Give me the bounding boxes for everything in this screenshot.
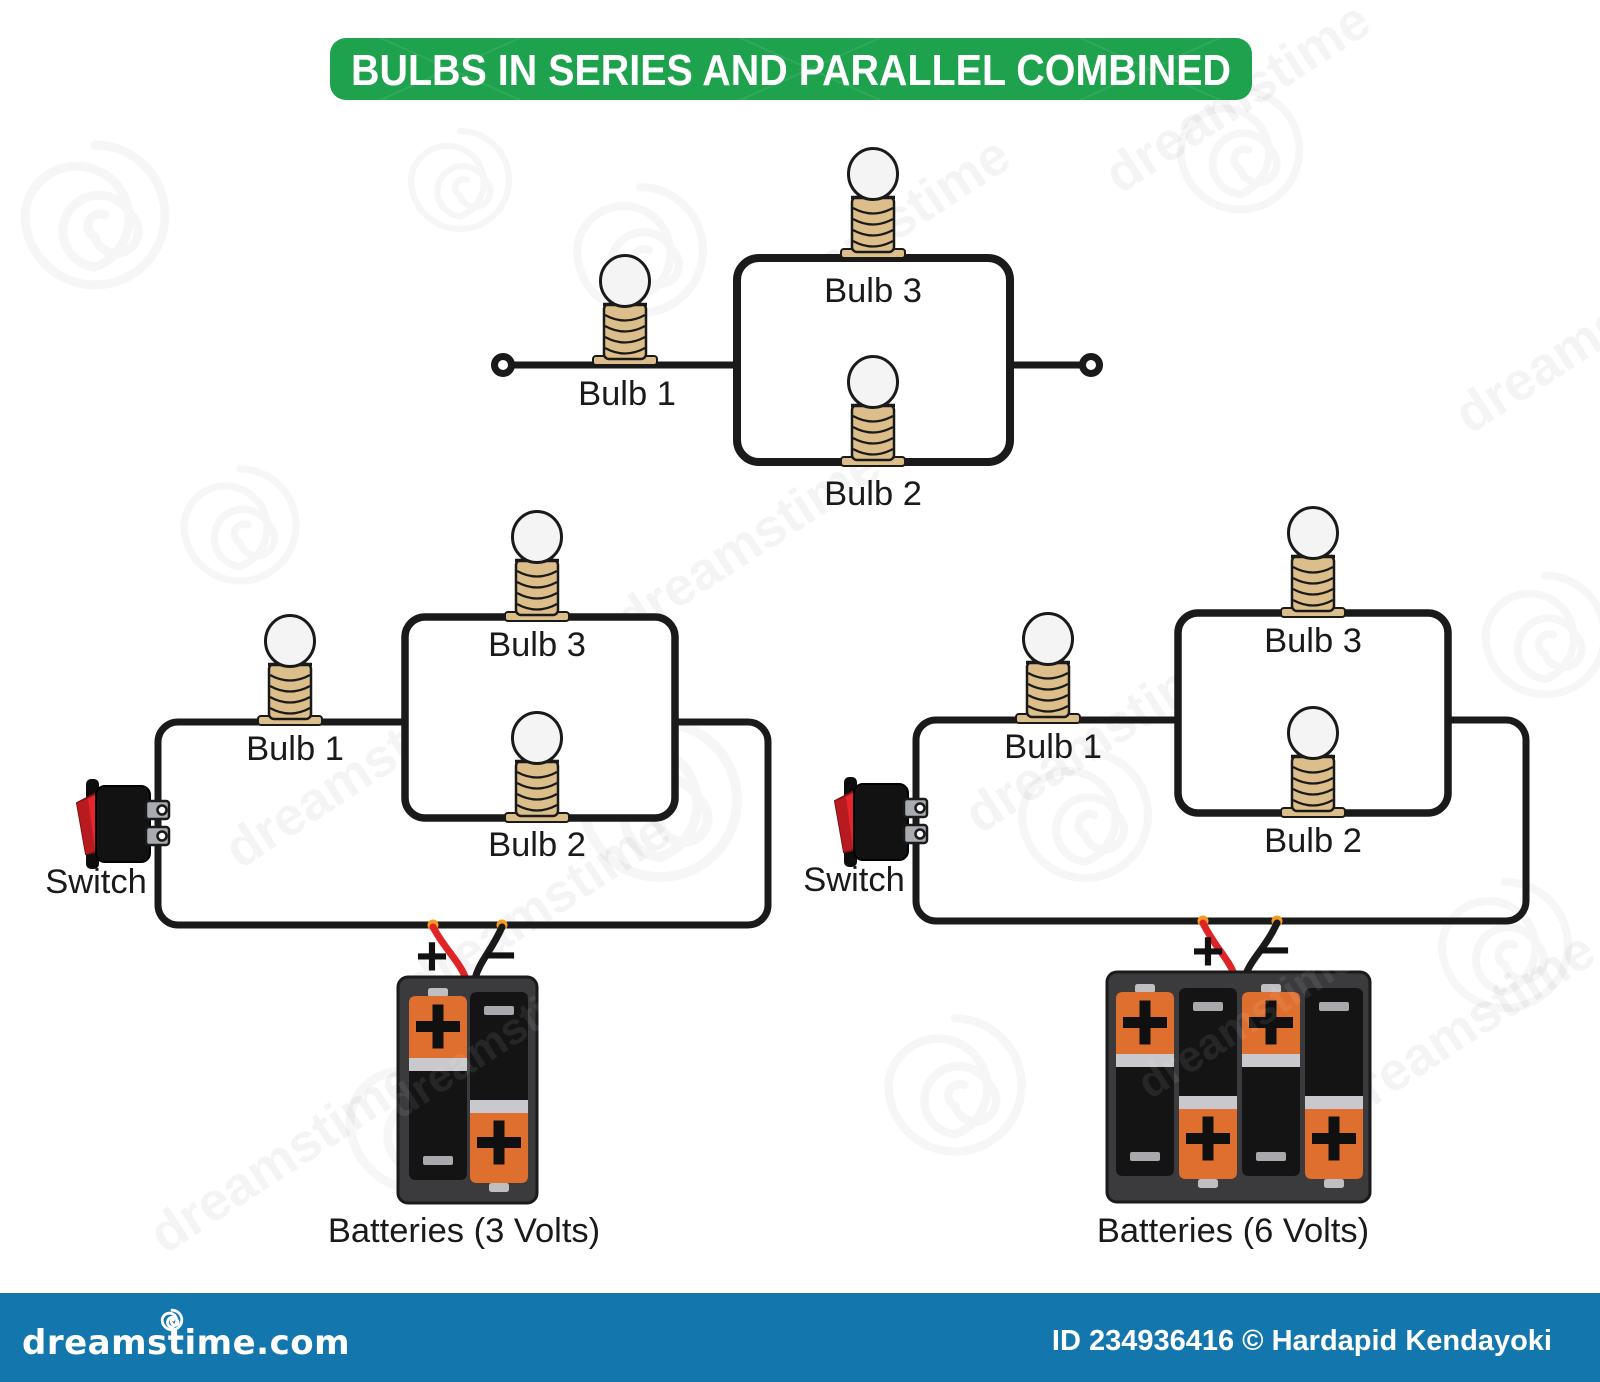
battery-holder-3v [396, 975, 539, 1205]
bulb2-label: Bulb 2 [824, 475, 922, 513]
bulb3-label: Bulb 3 [488, 626, 586, 664]
black-wire [471, 923, 506, 983]
terminal-ring-icon [491, 353, 515, 377]
title-banner: BULBS IN SERIES AND PARALLEL COMBINED [330, 37, 1252, 101]
bulb3-label: Bulb 3 [1264, 622, 1362, 660]
bulb1-label: Bulb 1 [246, 730, 344, 768]
bulb2-label: Bulb 2 [1264, 822, 1362, 860]
rocker-switch-icon [75, 779, 171, 869]
battery-cell-icon [1305, 988, 1363, 1188]
batteries-6v-label: Batteries (6 Volts) [1097, 1212, 1369, 1250]
switch-label: Switch [803, 861, 905, 899]
switch-label: Switch [45, 863, 147, 901]
batteries-3v-label: Batteries (3 Volts) [328, 1212, 600, 1250]
banner-watermark-lines [379, 37, 1221, 101]
title-banner-background [330, 38, 1252, 100]
black-wire [1242, 919, 1281, 978]
top-circuit: Bulb 1 Bulb 3 Bulb 2 [491, 146, 1103, 513]
bulb1-label: Bulb 1 [578, 375, 676, 413]
bulb2-label: Bulb 2 [488, 826, 586, 864]
terminal-ring-icon [1079, 353, 1103, 377]
footer-bar: dreamstime.com ID 234936416 © Hardapid K… [0, 1293, 1600, 1382]
page-title: BULBS IN SERIES AND PARALLEL COMBINED [351, 46, 1231, 95]
red-wire [1199, 919, 1238, 978]
left-circuit: + − Switch Bulb 1 Bulb 3 Bulb 2 Batterie… [45, 509, 772, 1250]
bulb1-label: Bulb 1 [1004, 728, 1102, 766]
footer-background [0, 1293, 1600, 1382]
right-circuit: + − Switch Bulb 1 Bulb 3 Bulb 2 Batterie… [803, 505, 1530, 1250]
red-wire [429, 923, 470, 983]
bulb3-label: Bulb 3 [824, 272, 922, 310]
credit-text: ID 234936416 © Hardapid Kendayoki [1052, 1325, 1552, 1357]
battery-holder-6v [1105, 970, 1372, 1204]
brand-text: dreamstime.com [22, 1323, 350, 1363]
